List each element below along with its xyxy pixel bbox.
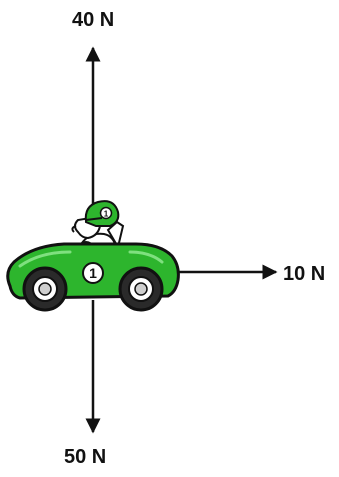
- force-label-right: 10 N: [283, 263, 326, 285]
- race-car-icon: 1 1: [6, 200, 180, 312]
- car-number-badge: [82, 262, 104, 284]
- driver-icon: 1: [71, 200, 125, 251]
- helmet-number-badge: [99, 206, 113, 220]
- force-label-down: 50 N: [64, 446, 107, 468]
- car-number: 1: [89, 265, 97, 281]
- front-wheel: [118, 266, 164, 312]
- force-label-up: 40 N: [72, 9, 115, 31]
- helmet-number: 1: [104, 210, 109, 219]
- rear-wheel: [22, 266, 68, 312]
